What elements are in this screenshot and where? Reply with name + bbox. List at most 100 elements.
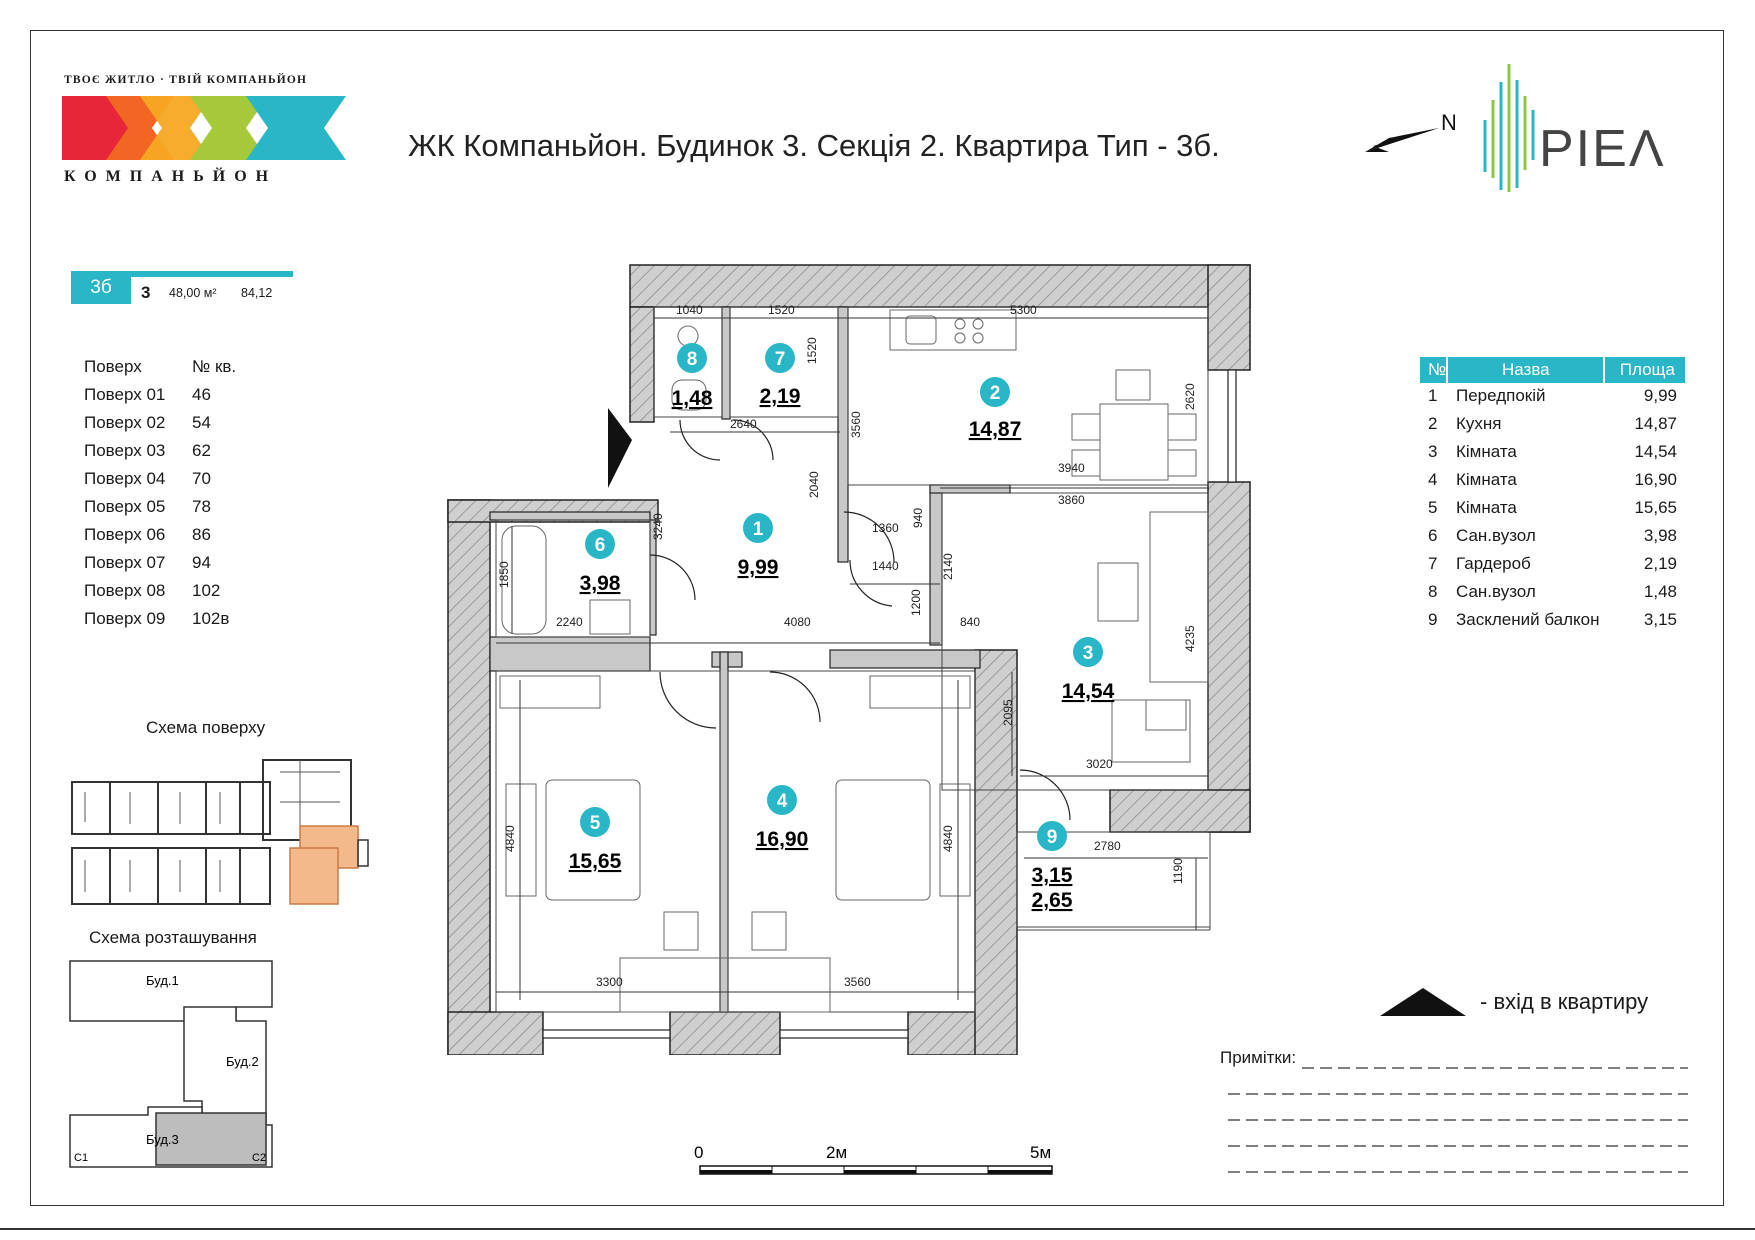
svg-text:4: 4 [777,791,788,812]
floor-scheme [71,759,369,905]
svg-text:1200: 1200 [909,589,923,616]
svg-text:2620: 2620 [1183,383,1197,410]
room-marker-2: 2 14,87 [969,377,1022,441]
room-marker-7: 7 2,19 [760,343,801,408]
scale-label-5m: 5м [1030,1143,1051,1162]
entry-legend: - вхід в квартиру [1380,988,1648,1016]
page-title: ЖК Компаньйон. Будинок 3. Секція 2. Квар… [408,128,1220,163]
svg-text:9,99: 9,99 [738,556,779,579]
dimension-lines [496,317,1208,1000]
svg-text:8: 8 [687,349,698,370]
room-marker-5: 5 15,65 [569,807,622,873]
brand-slogan: ТВОЄ ЖИТЛО · ТВІЙ КОМПАНЬЙОН [64,74,308,86]
svg-text:4840: 4840 [941,825,955,852]
developer-logo: PIEΛ [1483,64,1666,192]
site-label-c2: С2 [252,1152,266,1164]
north-arrow-icon: N [1365,112,1455,152]
floor-plan: 1040 1520 5300 1520 3560 2620 2640 2040 … [447,264,1251,1055]
site-label-c1: С1 [74,1152,88,1164]
badge-strip [131,271,293,277]
room-markers: 8 1,48 7 2,19 2 14,87 1 9,99 6 3,98 3 14… [569,343,1115,912]
svg-text:2640: 2640 [730,417,757,431]
svg-text:3020: 3020 [1086,757,1113,771]
apartment-type: 3б [71,271,131,304]
svg-text:3240: 3240 [651,513,665,540]
svg-text:1440: 1440 [872,559,899,573]
svg-text:3860: 3860 [1058,493,1085,507]
scale-bar: 0 2м 5м [694,1143,1053,1175]
svg-text:840: 840 [960,615,980,629]
apartment-pct: 84,12 [241,286,273,300]
dimension-labels: 1040 1520 5300 1520 3560 2620 2640 2040 … [497,303,1197,989]
svg-text:2: 2 [990,383,1001,404]
svg-text:4235: 4235 [1183,625,1197,652]
notes-lines [1228,1067,1688,1173]
svg-text:2240: 2240 [556,615,583,629]
door-swings [649,419,1071,821]
svg-text:2,65: 2,65 [1032,889,1073,912]
svg-text:2040: 2040 [807,471,821,498]
room-marker-6: 6 3,98 [580,529,621,595]
brand-logo-graphic [62,96,346,160]
svg-text:14,87: 14,87 [969,418,1022,441]
svg-text:3: 3 [1083,643,1094,664]
svg-text:1520: 1520 [805,337,819,364]
site-label-bud2: Буд.2 [226,1054,259,1069]
floor-scheme-title: Схема поверху [146,718,266,737]
scale-label-0: 0 [694,1143,703,1162]
svg-text:2,19: 2,19 [760,385,801,408]
svg-text:3300: 3300 [596,975,623,989]
svg-text:16,90: 16,90 [756,828,809,851]
exterior-walls [447,264,1251,1055]
svg-text:3560: 3560 [849,411,863,438]
svg-text:3,15: 3,15 [1032,864,1073,887]
room-marker-3: 3 14,54 [1062,637,1115,703]
svg-text:2780: 2780 [1094,839,1121,853]
notes-area: Примітки: [1220,1048,1690,1178]
scale-label-2m: 2м [826,1143,847,1162]
svg-text:3560: 3560 [844,975,871,989]
svg-text:5: 5 [590,813,601,834]
room-marker-9: 9 3,15 2,65 [1032,821,1073,912]
svg-text:5300: 5300 [1010,303,1037,317]
svg-text:9: 9 [1047,827,1058,848]
svg-text:1,48: 1,48 [672,387,713,410]
notes-label: Примітки: [1220,1048,1299,1068]
room-marker-8: 8 1,48 [672,343,713,410]
apartment-badge: 3б 3 48,00 м² 84,12 [71,271,293,304]
bottom-rule [0,1228,1755,1230]
brand-name: КОМПАНЬЙОН [64,168,278,185]
site-label-bud1: Буд.1 [146,973,179,988]
room-marker-4: 4 16,90 [756,785,809,851]
entry-arrow-icon [1380,988,1466,1016]
entry-legend-label: - вхід в квартиру [1480,989,1649,1014]
windows [542,369,1237,1039]
room-marker-1: 1 9,99 [738,513,779,579]
svg-text:1360: 1360 [872,521,899,535]
apartment-area: 48,00 м² [169,286,217,300]
site-scheme: Буд.1 Буд.2 Буд.3 С1 С2 [69,960,273,1168]
site-scheme-title: Схема розташування [89,928,257,947]
developer-logo-text: PIEΛ [1539,120,1666,178]
svg-text:3,98: 3,98 [580,572,621,595]
rooms-table-header: № Назва Площа [1420,357,1685,383]
svg-text:1190: 1190 [1171,858,1185,884]
svg-text:4840: 4840 [503,825,517,852]
